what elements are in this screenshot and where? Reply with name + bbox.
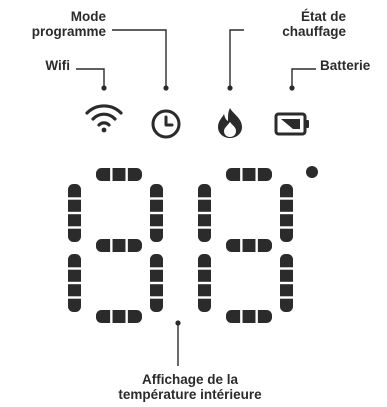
leader-display-dot	[175, 320, 181, 326]
flame-icon	[218, 108, 242, 138]
label-battery-text: Batterie	[320, 58, 371, 73]
digit-2-segment-bottom	[226, 310, 272, 323]
label-etat-chauffage: État de chauffage	[246, 9, 346, 39]
label-mode-line-2: programme	[31, 24, 106, 39]
label-batterie: Batterie	[320, 58, 387, 73]
battery-icon	[274, 112, 309, 136]
leader-mode-dot	[163, 85, 169, 91]
label-display-line-2: température intérieure	[118, 387, 262, 402]
label-mode-programme: Mode programme	[6, 9, 106, 39]
label-mode-line-1: Mode	[70, 9, 106, 24]
leader-wifi	[76, 68, 105, 86]
leader-mode	[112, 29, 167, 86]
digit-1-segment-top	[96, 168, 142, 181]
leader-heating	[229, 29, 244, 86]
leader-battery-dot	[289, 85, 295, 91]
label-wifi-text: Wifi	[45, 58, 70, 73]
label-affichage-temperature: Affichage de la température intérieure	[90, 372, 290, 402]
digit-1-segment-middle	[96, 239, 142, 252]
digit-2-segment-middle	[226, 239, 272, 252]
leader-heating-dot	[227, 85, 233, 91]
digit-2-segment-top	[226, 168, 272, 181]
display-indicator-dot	[306, 166, 318, 178]
label-display-line-1: Affichage de la	[141, 372, 239, 387]
label-heating-line-2: chauffage	[282, 24, 346, 39]
temperature-display	[67, 167, 294, 324]
digit-1-segment-bottom	[96, 310, 142, 323]
digit-1	[67, 167, 164, 324]
label-wifi: Wifi	[20, 58, 70, 73]
digit-2	[197, 167, 294, 324]
leader-lines	[76, 29, 316, 366]
leader-wifi-dot	[101, 85, 107, 91]
leader-battery	[291, 68, 316, 86]
label-heating-line-1: État de	[300, 9, 346, 24]
clock-icon	[151, 109, 181, 139]
wifi-icon	[85, 104, 123, 133]
